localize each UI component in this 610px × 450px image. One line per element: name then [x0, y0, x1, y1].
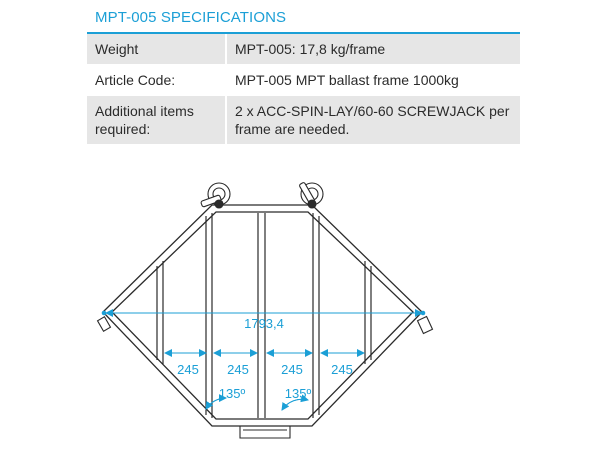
additional-items-label: Additional items required:: [87, 95, 227, 145]
spec-table: Weight MPT-005: 17,8 kg/frame Article Co…: [87, 34, 520, 145]
overall-width-dimension: 1793,4: [101, 309, 426, 331]
article-code-value: MPT-005 MPT ballast frame 1000kg: [226, 64, 520, 96]
segment-label: 245: [227, 362, 249, 377]
angle-label: 135º: [219, 386, 246, 401]
weight-value: MPT-005: 17,8 kg/frame: [226, 34, 520, 65]
angle-label: 135º: [285, 386, 312, 401]
frame-feet: [96, 315, 434, 439]
segment-label: 245: [177, 362, 199, 377]
frame-vertical-bars: [156, 213, 372, 418]
article-code-label: Article Code:: [87, 64, 227, 96]
segment-label: 245: [281, 362, 303, 377]
overall-width-label: 1793,4: [244, 316, 284, 331]
specifications-section: MPT-005 SPECIFICATIONS Weight MPT-005: 1…: [87, 0, 520, 145]
screwjack-left: [200, 182, 231, 209]
spec-title: MPT-005 SPECIFICATIONS: [87, 0, 520, 34]
angle-arcs: [205, 394, 309, 411]
table-row: Article Code: MPT-005 MPT ballast frame …: [87, 64, 520, 96]
screwjack-right: [299, 182, 324, 209]
weight-label: Weight: [87, 34, 227, 65]
additional-items-value: 2 x ACC-SPIN-LAY/60-60 SCREWJACK per fra…: [226, 95, 520, 145]
segment-label: 245: [331, 362, 353, 377]
table-row: Additional items required: 2 x ACC-SPIN-…: [87, 95, 520, 145]
table-row: Weight MPT-005: 17,8 kg/frame: [87, 34, 520, 65]
